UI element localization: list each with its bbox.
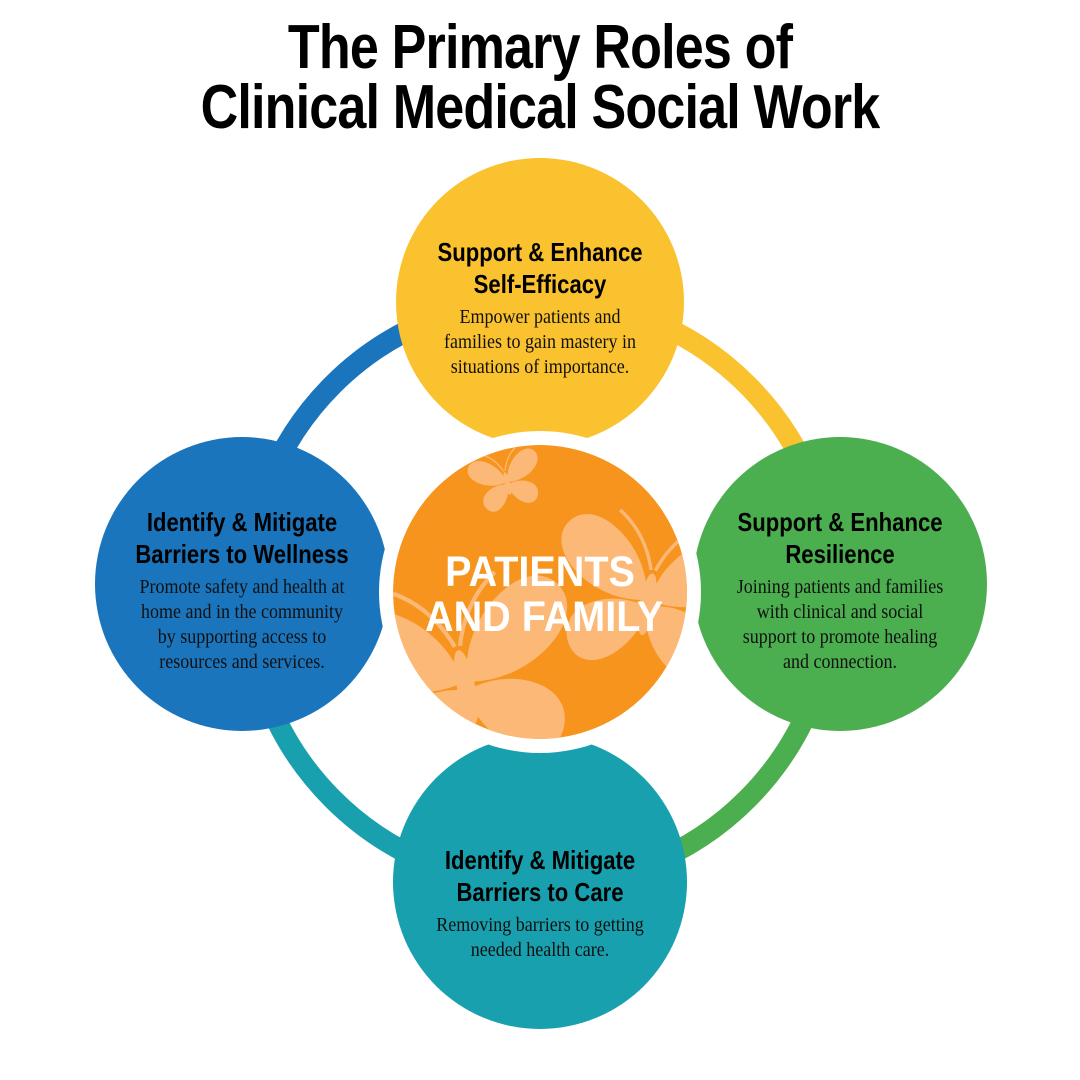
right-heading-line-1: Support & Enhance	[737, 507, 943, 537]
node-bottom-label: Identify & Mitigate Barriers to Care Rem…	[390, 844, 690, 963]
node-circle-right	[693, 437, 987, 731]
bottom-heading-line-2: Barriers to Care	[456, 877, 624, 907]
top-heading-line-2: Self-Efficacy	[473, 269, 607, 299]
right-body: Joining patients and families with clini…	[736, 576, 944, 673]
bottom-body: Removing barriers to getting needed heal…	[436, 914, 644, 961]
node-circle-top	[396, 158, 684, 446]
node-circle-left	[95, 437, 389, 731]
diagram-title: The Primary Roles of Clinical Medical So…	[0, 13, 1080, 142]
node-left-label: Identify & Mitigate Barriers to Wellness…	[97, 506, 387, 675]
center-label-line-1: PATIENTS	[445, 548, 635, 596]
center-label-line-2: AND FAMILY	[425, 593, 664, 641]
center-label: PATIENTS AND FAMILY	[415, 550, 665, 640]
left-heading-line-2: Barriers to Wellness	[135, 539, 349, 569]
top-body: Empower patients and families to gain ma…	[444, 306, 636, 378]
top-heading-line-1: Support & Enhance	[437, 237, 643, 267]
title-line-2: Clinical Medical Social Work	[200, 73, 881, 142]
bottom-heading-line-1: Identify & Mitigate	[444, 845, 636, 875]
node-right-label: Support & Enhance Resilience Joining pat…	[695, 506, 985, 675]
node-top-label: Support & Enhance Self-Efficacy Empower …	[390, 236, 690, 380]
node-circle-bottom	[393, 735, 687, 1029]
right-heading-line-2: Resilience	[785, 539, 895, 569]
left-heading-line-1: Identify & Mitigate	[146, 507, 338, 537]
title-line-1: The Primary Roles of	[287, 13, 793, 82]
left-body: Promote safety and health at home and in…	[139, 576, 345, 673]
